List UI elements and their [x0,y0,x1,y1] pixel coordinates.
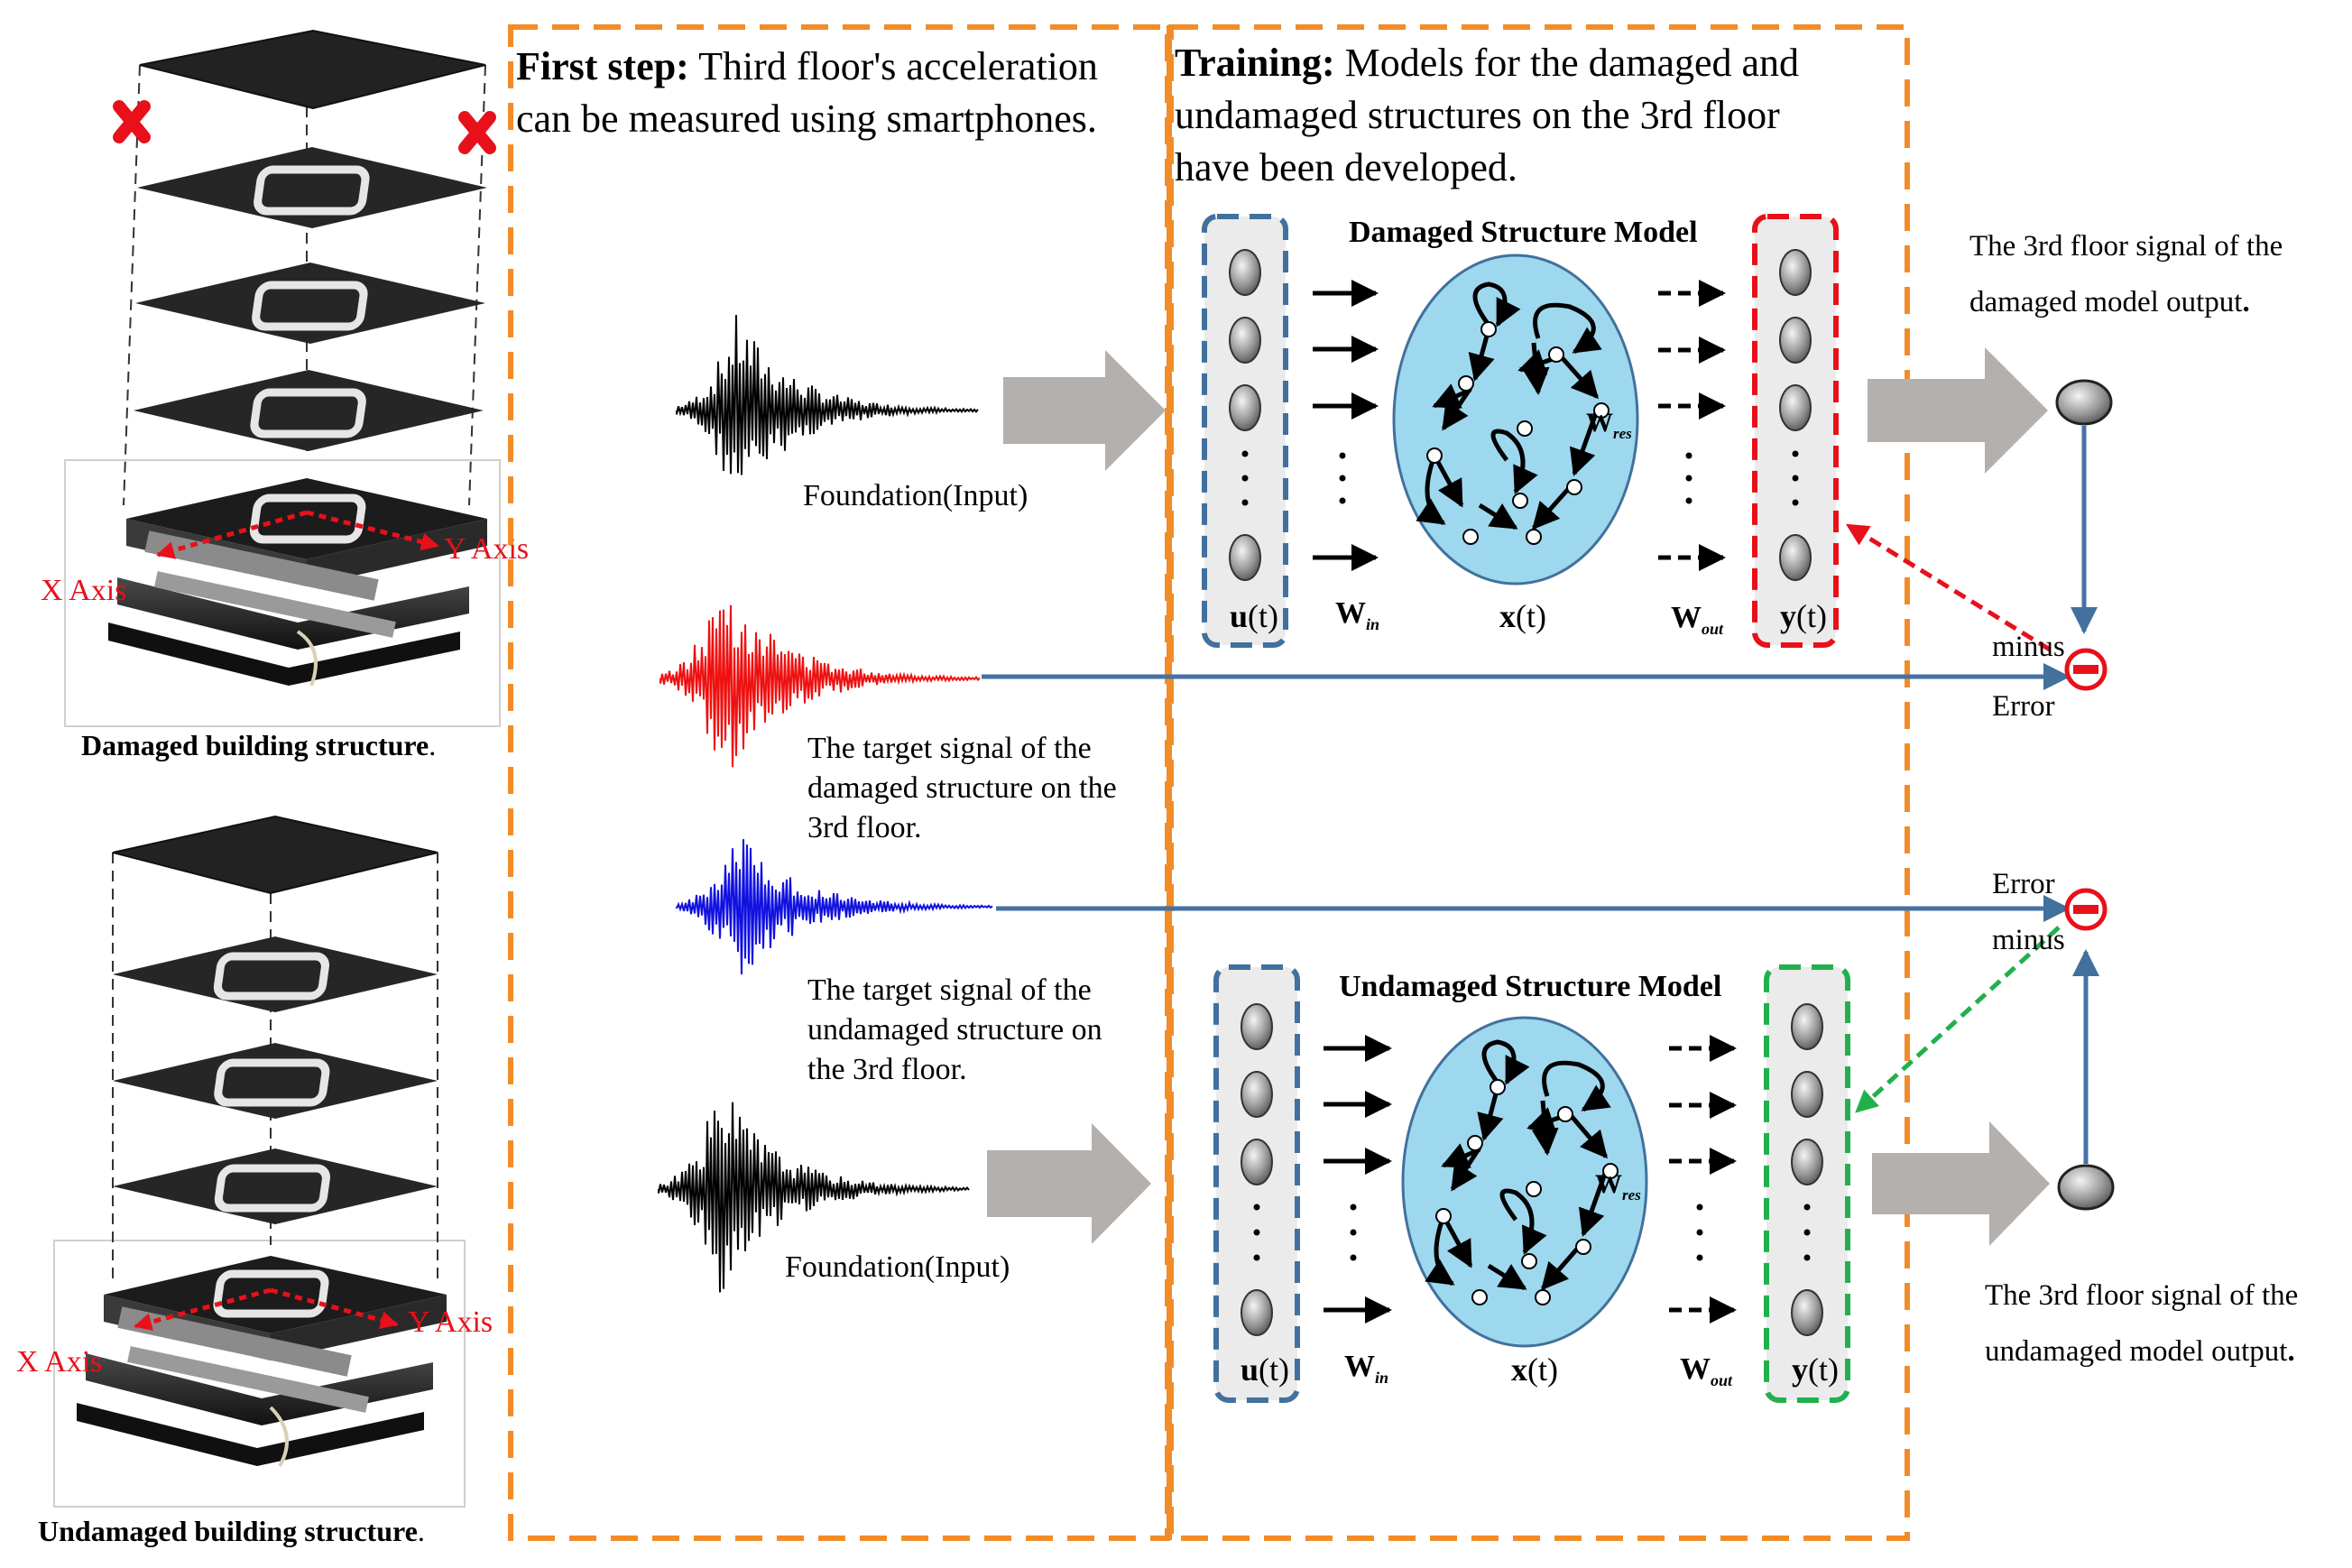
damaged-win-label: Win [1335,596,1379,633]
damaged-wres-label: Wres [1586,408,1632,442]
damaged-wout-arrows [1658,280,1726,571]
undamaged-reservoir-network [1425,1039,1611,1291]
damaged-wout-dots [1685,452,1693,504]
svg-text:undamaged model output.: undamaged model output. [1985,1335,2295,1368]
undamaged-wout-label: Wout [1680,1352,1733,1389]
undamaged-target-caption: The target signal of the undamaged struc… [807,973,1102,1086]
undamaged-roof-slab [112,815,438,895]
svg-text:The target signal of the: The target signal of the [807,732,1092,765]
undamaged-input-label: u(t) [1241,1351,1289,1388]
svg-text:The 3rd floor signal of the: The 3rd floor signal of the [1985,1279,2298,1312]
damaged-input-label: u(t) [1230,598,1278,634]
undamaged-output-label: y(t) [1792,1351,1839,1388]
foundation-label-top: Foundation(Input) [803,479,1028,512]
undamaged-output-node [2057,1164,2115,1211]
damaged-photo-frame [64,459,501,727]
damaged-building: X Axis Y Axis Damaged building structure… [41,29,529,761]
foundation-signal-top [676,315,979,475]
svg-text:can be measured using smartpho: can be measured using smartphones. [516,97,1097,141]
damaged-building-caption: Damaged building structure. [81,729,436,761]
damaged-win-dots [1339,452,1346,504]
undamaged-feedback-arrow [1855,926,2061,1113]
svg-text:damaged model output.: damaged model output. [1969,286,2250,318]
undamaged-axes: X Axis Y Axis [16,1287,493,1379]
undamaged-win-arrows [1324,1035,1392,1324]
svg-text:damaged structure on the: damaged structure on the [807,771,1117,805]
undamaged-state-label: x(t) [1511,1351,1558,1388]
undamaged-win-dots [1350,1204,1357,1261]
undamaged-wout-arrows [1669,1035,1737,1324]
damaged-floor-slab-3 [135,263,485,344]
undamaged-x-axis-label: X Axis [16,1345,102,1379]
damaged-x-axis-label: X Axis [41,574,126,607]
foundation-label-bottom: Foundation(Input) [785,1250,1010,1284]
undamaged-building: X Axis Y Axis Undamaged building structu… [16,815,493,1547]
undamaged-building-caption: Undamaged building structure. [38,1515,425,1547]
svg-text:have been developed.: have been developed. [1175,145,1517,189]
undamaged-y-axis-label: Y Axis [408,1305,493,1339]
training-heading: Training: Models for the damaged and und… [1175,41,1799,189]
damaged-reservoir-neurons [1426,321,1610,545]
undamaged-shake-table [77,1256,447,1467]
damaged-target-signal [659,604,981,768]
undamaged-wout-dots [1696,1204,1703,1261]
svg-text:the 3rd floor.: the 3rd floor. [807,1053,967,1086]
damaged-state-label: x(t) [1499,598,1546,634]
svg-text:The 3rd floor signal of the: The 3rd floor signal of the [1969,230,2283,263]
svg-text:undamaged structures on the 3r: undamaged structures on the 3rd floor [1175,93,1780,137]
input-arrow-top [1003,350,1166,471]
damaged-output-node [2055,379,2113,426]
foundation-signal-bottom [658,1102,970,1293]
undamaged-floor-slab-4 [113,936,438,1012]
damaged-minus-label: minus [1992,631,2065,663]
damaged-roof-slab [139,29,486,110]
damaged-error-label: Error [1992,690,2055,723]
damaged-marker-left-icon [113,100,151,143]
damaged-output-arrow [1868,347,2048,474]
damaged-shake-table [108,478,487,687]
damaged-axes: X Axis Y Axis [41,510,529,607]
svg-text:The target signal of the: The target signal of the [807,973,1092,1007]
damaged-model: Damaged Structure Model u(t) Win [1202,214,2283,648]
undamaged-model-title: Undamaged Structure Model [1339,970,1721,1003]
damaged-marker-right-icon [458,111,496,154]
undamaged-output-caption: The 3rd floor signal of the undamaged mo… [1985,1279,2298,1368]
svg-text:undamaged structure on: undamaged structure on [807,1013,1102,1047]
undamaged-target-signal [676,839,993,975]
svg-text:First step: Third floor's acce: First step: Third floor's acceleration [516,44,1098,88]
undamaged-minus-label: minus [1992,924,2065,956]
damaged-output-nodes [1779,249,1812,581]
damaged-model-title: Damaged Structure Model [1349,216,1698,249]
damaged-reservoir-network [1416,281,1602,530]
damaged-output-caption: The 3rd floor signal of the damaged mode… [1969,230,2283,318]
damaged-input-nodes [1229,249,1261,581]
undamaged-reservoir-neurons [1435,1079,1619,1305]
damaged-comparator: minus Error [1845,426,2108,723]
undamaged-output-arrow [1872,1121,2050,1246]
damaged-target-caption: The target signal of the damaged structu… [807,732,1117,844]
input-arrow-bottom [987,1123,1151,1244]
damaged-floor-slab-2 [134,370,484,451]
undamaged-input-nodes [1241,1003,1273,1336]
svg-text:3rd floor.: 3rd floor. [807,811,922,844]
undamaged-win-label: Win [1344,1350,1388,1387]
undamaged-wres-label: Wres [1595,1169,1641,1204]
undamaged-photo-frame [53,1240,466,1508]
damaged-y-axis-label: Y Axis [444,532,529,566]
damaged-wout-label: Wout [1671,601,1724,638]
damaged-output-label: y(t) [1780,598,1827,634]
undamaged-model: Undamaged Structure Model u(t) Win [1213,964,2298,1403]
undamaged-error-label: Error [1992,868,2055,900]
first-step-heading: First step: Third floor's acceleration c… [516,44,1098,141]
svg-text:Training: Models for the damag: Training: Models for the damaged and [1175,41,1799,85]
undamaged-floor-slab-3 [113,1043,438,1119]
undamaged-floor-slab-2 [113,1148,438,1224]
undamaged-comparator: Error minus [1855,868,2108,1164]
damaged-floor-slab-4 [137,147,487,228]
undamaged-output-nodes [1791,1003,1823,1336]
damaged-win-arrows [1313,280,1379,571]
